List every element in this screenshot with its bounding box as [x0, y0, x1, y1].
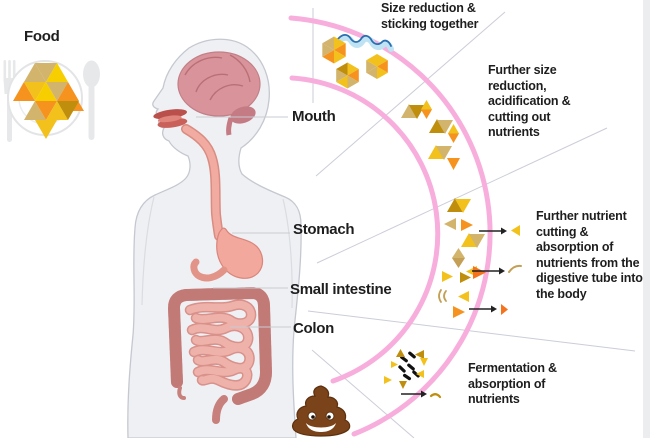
brain-icon [177, 51, 261, 136]
small-intestine-icon [184, 299, 257, 391]
poop-icon [292, 385, 351, 437]
mouth-stage-food-particles-icon [322, 36, 388, 89]
section-divider-lines [307, 8, 636, 438]
stomach-stage-food-particles-icon [401, 100, 460, 170]
saliva-wave-icon [336, 33, 394, 52]
stomach-icon [190, 227, 264, 282]
stage-label-colon: Colon [293, 320, 334, 337]
stage-label-mouth: Mouth [292, 108, 336, 125]
annotation-colon: Fermentation & absorption of nutrients [468, 361, 557, 406]
mouth-icon [153, 109, 188, 128]
plate-with-cutlery-icon [3, 60, 100, 142]
stage-label-stomach: Stomach [293, 221, 355, 238]
food-particle-mosaic-icon [13, 63, 84, 139]
annotation-stomach: Further size reduction, acidification & … [488, 63, 571, 139]
colon-icon [168, 287, 272, 424]
human-body-digestive-tract-illustration [127, 38, 302, 438]
stage-label-small-intestine: Small intestine [290, 281, 392, 298]
gut-bacteria-icon [384, 349, 442, 399]
tube-inner-wall [289, 75, 441, 384]
annotation-mouth: Size reduction & sticking together [381, 1, 479, 31]
food-title: Food [24, 28, 60, 45]
label-leader-lines [196, 116, 291, 328]
esophagus-icon [181, 124, 224, 241]
right-edge-strip [643, 0, 650, 438]
small-intestine-stage-particles-icon [438, 198, 522, 318]
annotation-small-intestine: Further nutrient cutting & absorption of… [536, 209, 643, 301]
spoon-icon [83, 60, 100, 140]
